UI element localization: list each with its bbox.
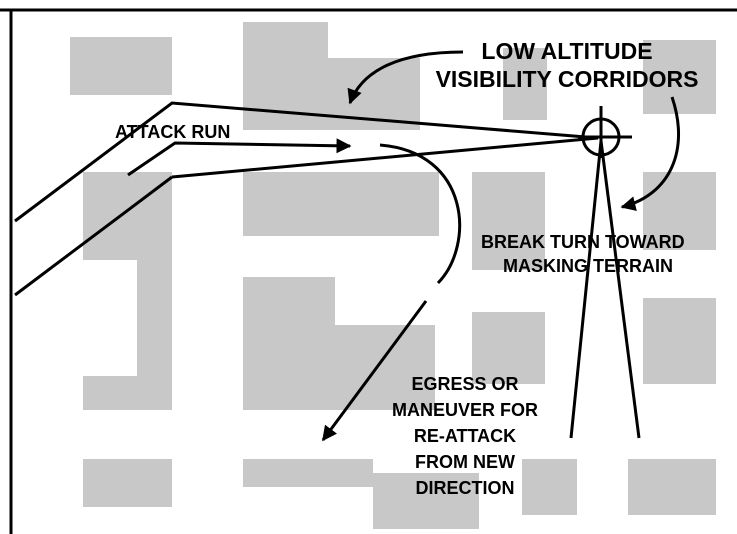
- terrain-block: [83, 376, 172, 410]
- terrain-block: [472, 312, 545, 384]
- visibility-cone-left: [569, 140, 603, 439]
- terrain-block: [243, 172, 439, 236]
- corridors-callout-arrow: [347, 50, 464, 105]
- break-turn-path: [379, 143, 462, 285]
- terrain-block: [472, 172, 545, 270]
- attack-run-arrow: [127, 138, 352, 177]
- terrain-block: [628, 459, 716, 515]
- corridor-lower-boundary: [171, 136, 599, 179]
- egress-label-line3: RE-ATTACK: [414, 426, 516, 446]
- egress-label-line2: MANEUVER FOR: [392, 400, 538, 420]
- corridor-upper-boundary: [14, 101, 599, 223]
- terrain-block: [373, 473, 479, 529]
- egress-label-line4: FROM NEW: [415, 452, 515, 472]
- terrain-block: [70, 37, 172, 95]
- break-turn-label-line2: MASKING TERRAIN: [503, 256, 673, 276]
- egress-arrow: [321, 300, 428, 442]
- visibility-cone-right: [599, 140, 641, 439]
- corridor-lower-boundary: [14, 175, 173, 297]
- terrain-block: [522, 459, 577, 515]
- attack-run-label: ATTACK RUN: [115, 122, 230, 142]
- terrain-block: [335, 325, 435, 410]
- break-turn-label-line1: BREAK TURN TOWARD: [481, 232, 685, 252]
- terrain-block: [643, 172, 716, 250]
- break-turn-callout-arrow: [620, 96, 681, 211]
- target-crosshair-icon: [578, 106, 632, 158]
- terrain-blocks: [70, 22, 716, 529]
- terrain-block: [643, 298, 716, 384]
- egress-label-line1: EGRESS OR: [411, 374, 518, 394]
- terrain-block: [243, 277, 335, 410]
- corridors-label-line1: LOW ALTITUDE: [481, 38, 652, 64]
- terrain-block: [503, 48, 547, 120]
- terrain-block: [643, 40, 716, 114]
- terrain-block: [243, 459, 373, 487]
- corridors-label-line2: VISIBILITY CORRIDORS: [436, 66, 699, 92]
- terrain-block: [83, 459, 172, 507]
- egress-label-line5: DIRECTION: [416, 478, 515, 498]
